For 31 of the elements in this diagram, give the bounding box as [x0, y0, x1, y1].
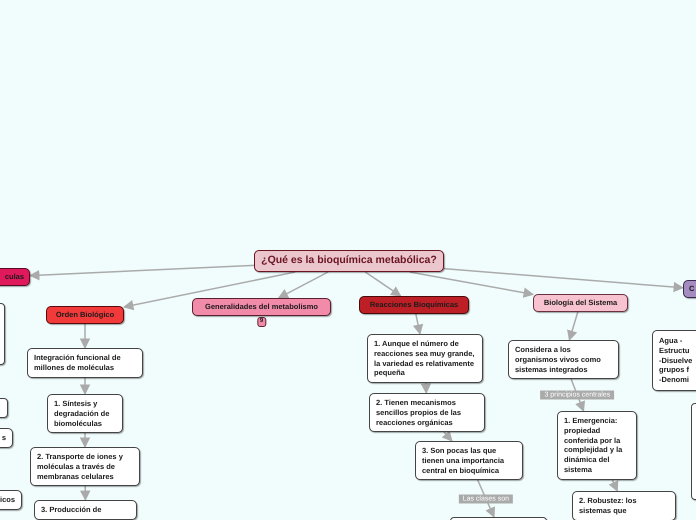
arrow — [122, 271, 296, 310]
arrow — [80, 433, 90, 448]
topic-box — [652, 330, 696, 391]
arrow — [567, 312, 578, 341]
arrow — [412, 314, 424, 336]
arrow — [80, 378, 90, 396]
topic-box — [34, 500, 137, 520]
arrow — [420, 382, 432, 394]
topic-box — [27, 348, 143, 378]
topic-box — [572, 491, 676, 520]
arrow — [28, 264, 254, 280]
topic-box — [557, 411, 637, 480]
topic-box — [508, 340, 619, 380]
node-text: ¿Qué es la bioquímica metabólica? — [261, 254, 437, 268]
arrow — [278, 271, 328, 299]
topic-box — [533, 294, 628, 312]
topic-box — [415, 441, 523, 480]
arrow — [442, 430, 453, 442]
topic-box — [359, 296, 469, 314]
topic-box — [30, 447, 140, 486]
arrow — [80, 324, 90, 350]
topic-box — [46, 306, 124, 324]
arrow — [410, 271, 534, 298]
arrow — [80, 486, 91, 502]
title-box — [254, 250, 444, 272]
topic-box — [369, 393, 485, 432]
topic-box — [47, 394, 123, 434]
arrow — [608, 480, 618, 492]
topic-box — [367, 334, 483, 383]
arrow — [444, 268, 684, 292]
arrow — [364, 271, 402, 297]
